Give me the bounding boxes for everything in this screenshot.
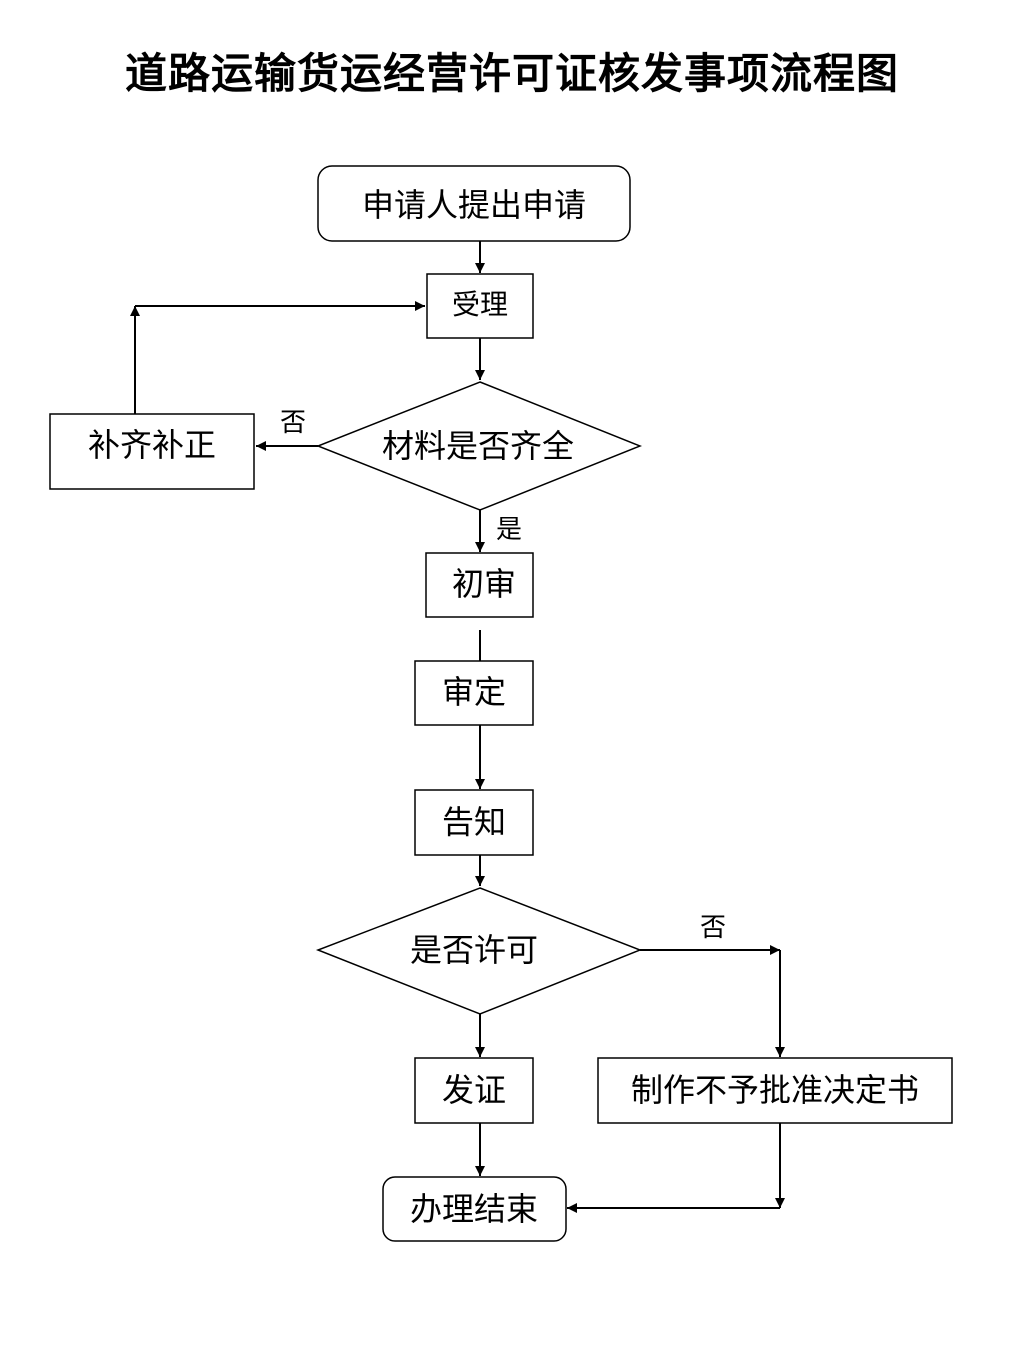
node-refusal-document-label: 制作不予批准决定书: [631, 1071, 919, 1109]
edge-label-materials-yes: 是: [496, 515, 522, 545]
node-accept-label: 受理: [452, 288, 508, 321]
node-end: 办理结束: [382, 1176, 567, 1242]
node-check-materials: 材料是否齐全: [315, 381, 643, 511]
node-accept: 受理: [426, 273, 534, 339]
edge-label-materials-no: 否: [280, 408, 306, 438]
node-refusal-document: 制作不予批准决定书: [597, 1057, 953, 1124]
node-issue-license: 发证: [414, 1057, 534, 1124]
node-issue-license-label: 发证: [442, 1071, 506, 1109]
node-start-label: 申请人提出申请: [362, 186, 586, 224]
node-decision-label: 审定: [442, 673, 506, 711]
edge-label-permit-no: 否: [700, 913, 726, 943]
node-preliminary-review: 初审: [425, 552, 534, 618]
node-permit-decision: 是否许可: [315, 887, 643, 1015]
flow-edges: [130, 241, 785, 1213]
node-start: 申请人提出申请: [317, 165, 631, 242]
node-notify: 告知: [414, 789, 534, 856]
node-end-label: 办理结束: [410, 1190, 538, 1228]
node-supplement-label: 补齐补正: [88, 426, 216, 464]
page-title: 道路运输货运经营许可证核发事项流程图: [124, 49, 899, 98]
node-preliminary-review-label: 初审: [452, 565, 516, 603]
node-decision: 审定: [414, 660, 534, 726]
node-check-materials-label: 材料是否齐全: [382, 427, 574, 465]
node-supplement: 补齐补正: [49, 413, 255, 490]
node-notify-label: 告知: [442, 803, 506, 841]
node-permit-decision-label: 是否许可: [410, 931, 538, 969]
